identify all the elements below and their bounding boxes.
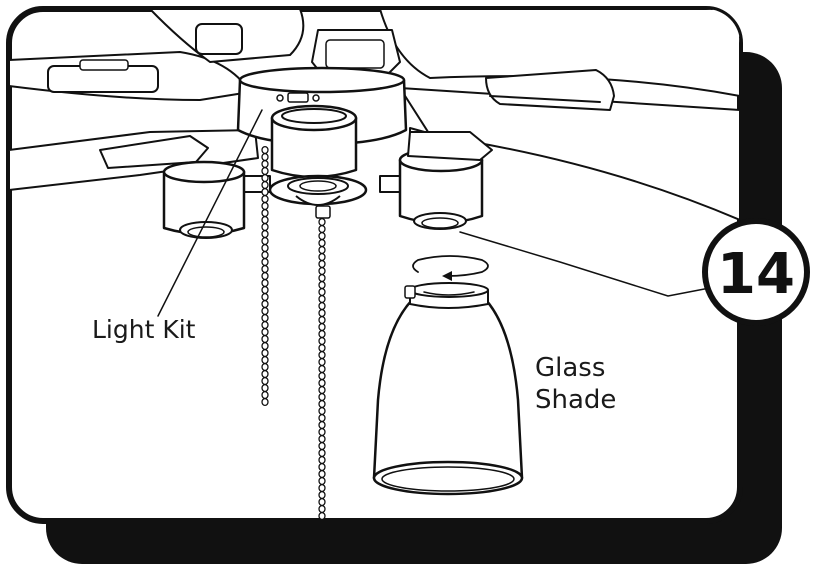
chain-bead — [261, 362, 269, 372]
chain-bead — [261, 313, 269, 323]
chain-bead — [261, 278, 269, 288]
chain-bead — [261, 299, 269, 309]
chain-bead — [318, 497, 326, 507]
chain-bead — [318, 266, 326, 276]
chain-bead — [261, 152, 269, 162]
chain-bead — [261, 222, 269, 232]
chain-bead — [318, 462, 326, 472]
chain-bead — [318, 399, 326, 409]
left-light-socket — [162, 160, 271, 239]
chain-bead — [318, 315, 326, 325]
chain-bead — [261, 348, 269, 358]
chain-bead — [261, 341, 269, 351]
chain-bead — [318, 224, 326, 234]
chain-bead — [318, 245, 326, 255]
chain-bead — [261, 250, 269, 260]
chain-bead — [318, 469, 326, 479]
chain-bead — [318, 441, 326, 451]
step-badge: 14 — [702, 218, 810, 326]
chain-bead — [261, 376, 269, 386]
chain-bead — [318, 371, 326, 381]
chain-bead — [318, 231, 326, 241]
chain-bead — [318, 259, 326, 269]
chain-bead — [261, 292, 269, 302]
motor-cap — [311, 29, 401, 83]
chain-bead — [318, 357, 326, 367]
chain-bead — [261, 355, 269, 365]
chain-bead — [261, 215, 269, 225]
center-light-socket — [268, 104, 368, 219]
glass-shade-label-line2: Shade — [535, 385, 616, 415]
chain-bead — [261, 201, 269, 211]
chain-bead — [318, 378, 326, 388]
chain-bead — [318, 343, 326, 353]
chain-bead — [318, 476, 326, 486]
chain-bead — [318, 483, 326, 493]
chain-bead — [318, 273, 326, 283]
fan-blades — [9, 9, 740, 221]
chain-bead — [261, 194, 269, 204]
chain-bead — [261, 145, 269, 155]
chain-bead — [261, 208, 269, 218]
chain-bead — [318, 413, 326, 423]
chain-bead — [261, 306, 269, 316]
chain-bead — [318, 392, 326, 402]
chain-bead — [318, 434, 326, 444]
chain-bead — [261, 166, 269, 176]
chain-bead — [318, 490, 326, 500]
chain-bead — [261, 390, 269, 400]
light-kit-label: Light Kit — [92, 315, 196, 344]
chain-bead — [261, 397, 269, 407]
chain-bead — [318, 427, 326, 437]
rotate-counterclockwise-icon — [412, 255, 489, 281]
chain-bead — [318, 406, 326, 416]
chain-bead — [318, 280, 326, 290]
chain-bead — [318, 350, 326, 360]
chain-bead — [261, 187, 269, 197]
chain-bead — [318, 217, 326, 227]
chain-bead — [261, 180, 269, 190]
chain-bead — [318, 385, 326, 395]
chain-bead — [318, 504, 326, 514]
chain-bead — [318, 287, 326, 297]
chain-bead — [318, 329, 326, 339]
chain-bead — [261, 334, 269, 344]
chain-bead — [318, 238, 326, 248]
chain-bead — [318, 322, 326, 332]
chain-bead — [318, 336, 326, 346]
chain-bead — [318, 364, 326, 374]
chain-bead — [261, 236, 269, 246]
chain-bead — [261, 159, 269, 169]
light-kit-leader-line — [157, 109, 263, 317]
chain-bead — [261, 264, 269, 274]
chain-bead — [318, 511, 326, 521]
chain-bead — [261, 243, 269, 253]
chain-bead — [318, 294, 326, 304]
step-number: 14 — [717, 242, 795, 307]
chain-bead — [261, 327, 269, 337]
chain-bead — [261, 383, 269, 393]
chain-bead — [261, 229, 269, 239]
chain-bead — [261, 257, 269, 267]
glass-shade-label-line1: Glass — [535, 353, 605, 383]
glass-shade — [372, 282, 524, 496]
chain-bead — [261, 271, 269, 281]
chain-bead — [318, 308, 326, 318]
chain-bead — [261, 320, 269, 330]
chain-bead — [318, 301, 326, 311]
pull-chain-left — [261, 145, 269, 407]
step-leader-line — [459, 231, 721, 297]
pull-chain-right — [318, 217, 326, 521]
chain-bead — [318, 448, 326, 458]
right-light-socket — [379, 131, 493, 230]
chain-bead — [318, 455, 326, 465]
chain-bead — [318, 420, 326, 430]
chain-bead — [261, 369, 269, 379]
chain-bead — [261, 285, 269, 295]
chain-bead — [318, 252, 326, 262]
chain-bead — [261, 173, 269, 183]
